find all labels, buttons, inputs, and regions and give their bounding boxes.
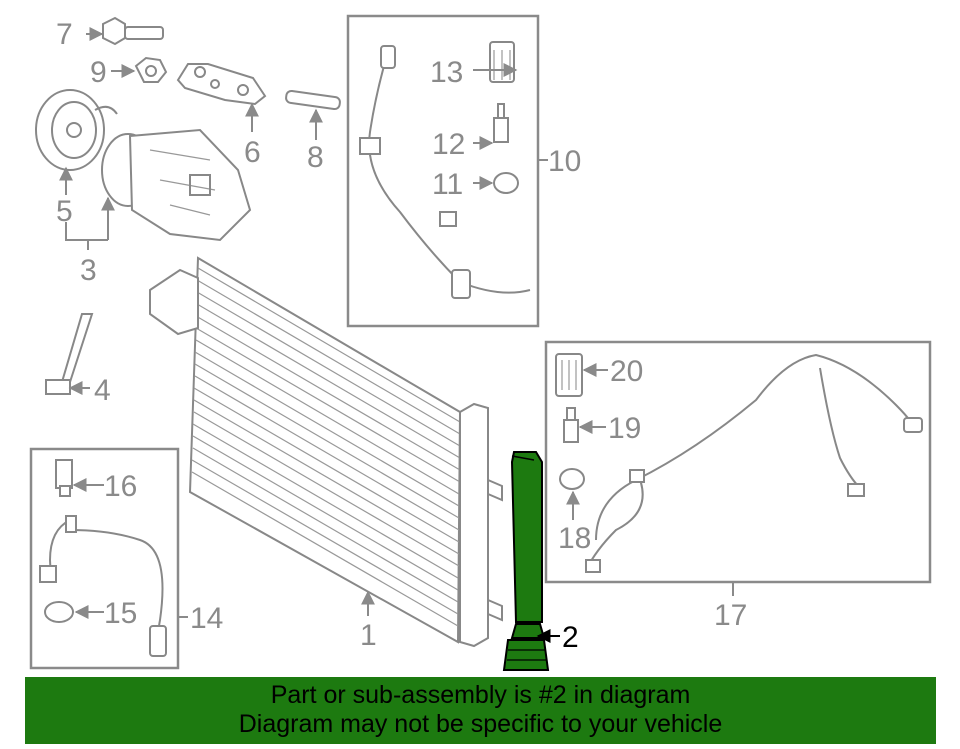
callout-13: 13 [430,56,463,89]
part-9-nut [134,56,168,83]
callout-10: 10 [548,145,581,178]
callout-11: 11 [432,168,463,201]
callout-labels: 7 9 6 8 5 3 4 1 2 13 12 11 10 16 15 14 2… [56,18,747,654]
part-1-condenser [149,256,503,648]
part-3-compressor [101,128,252,242]
part-4-rod [45,313,94,395]
callout-2: 2 [562,621,579,654]
callout-19: 19 [608,412,641,445]
callout-6: 6 [244,136,261,169]
callout-3: 3 [80,254,97,287]
group-10-box [346,14,540,328]
part-8-pin [285,89,341,111]
callout-20: 20 [610,355,643,388]
part-7-bolt [102,16,164,46]
callout-17: 17 [714,599,747,632]
callout-4: 4 [94,374,111,407]
notice-line-1: Part or sub-assembly is #2 in diagram [270,681,691,709]
part-6-bracket [176,63,267,106]
callout-8: 8 [307,141,324,174]
group-17-box [544,340,932,584]
callout-16: 16 [104,470,137,503]
notice-line-2: Diagram may not be specific to your vehi… [238,710,723,738]
part-notice-banner: Part or sub-assembly is #2 in diagram Di… [25,677,936,744]
part-2-receiver-drier [502,451,550,671]
callout-12: 12 [432,128,465,161]
callout-15: 15 [104,597,137,630]
callout-7: 7 [56,18,73,51]
callout-14: 14 [190,602,223,635]
part-5-clutch [35,89,118,171]
callout-9: 9 [90,56,107,89]
callout-5: 5 [56,195,73,228]
group-14-box [29,447,180,670]
callout-1: 1 [360,619,377,652]
callout-18: 18 [558,522,591,555]
leader-lines [59,27,734,643]
